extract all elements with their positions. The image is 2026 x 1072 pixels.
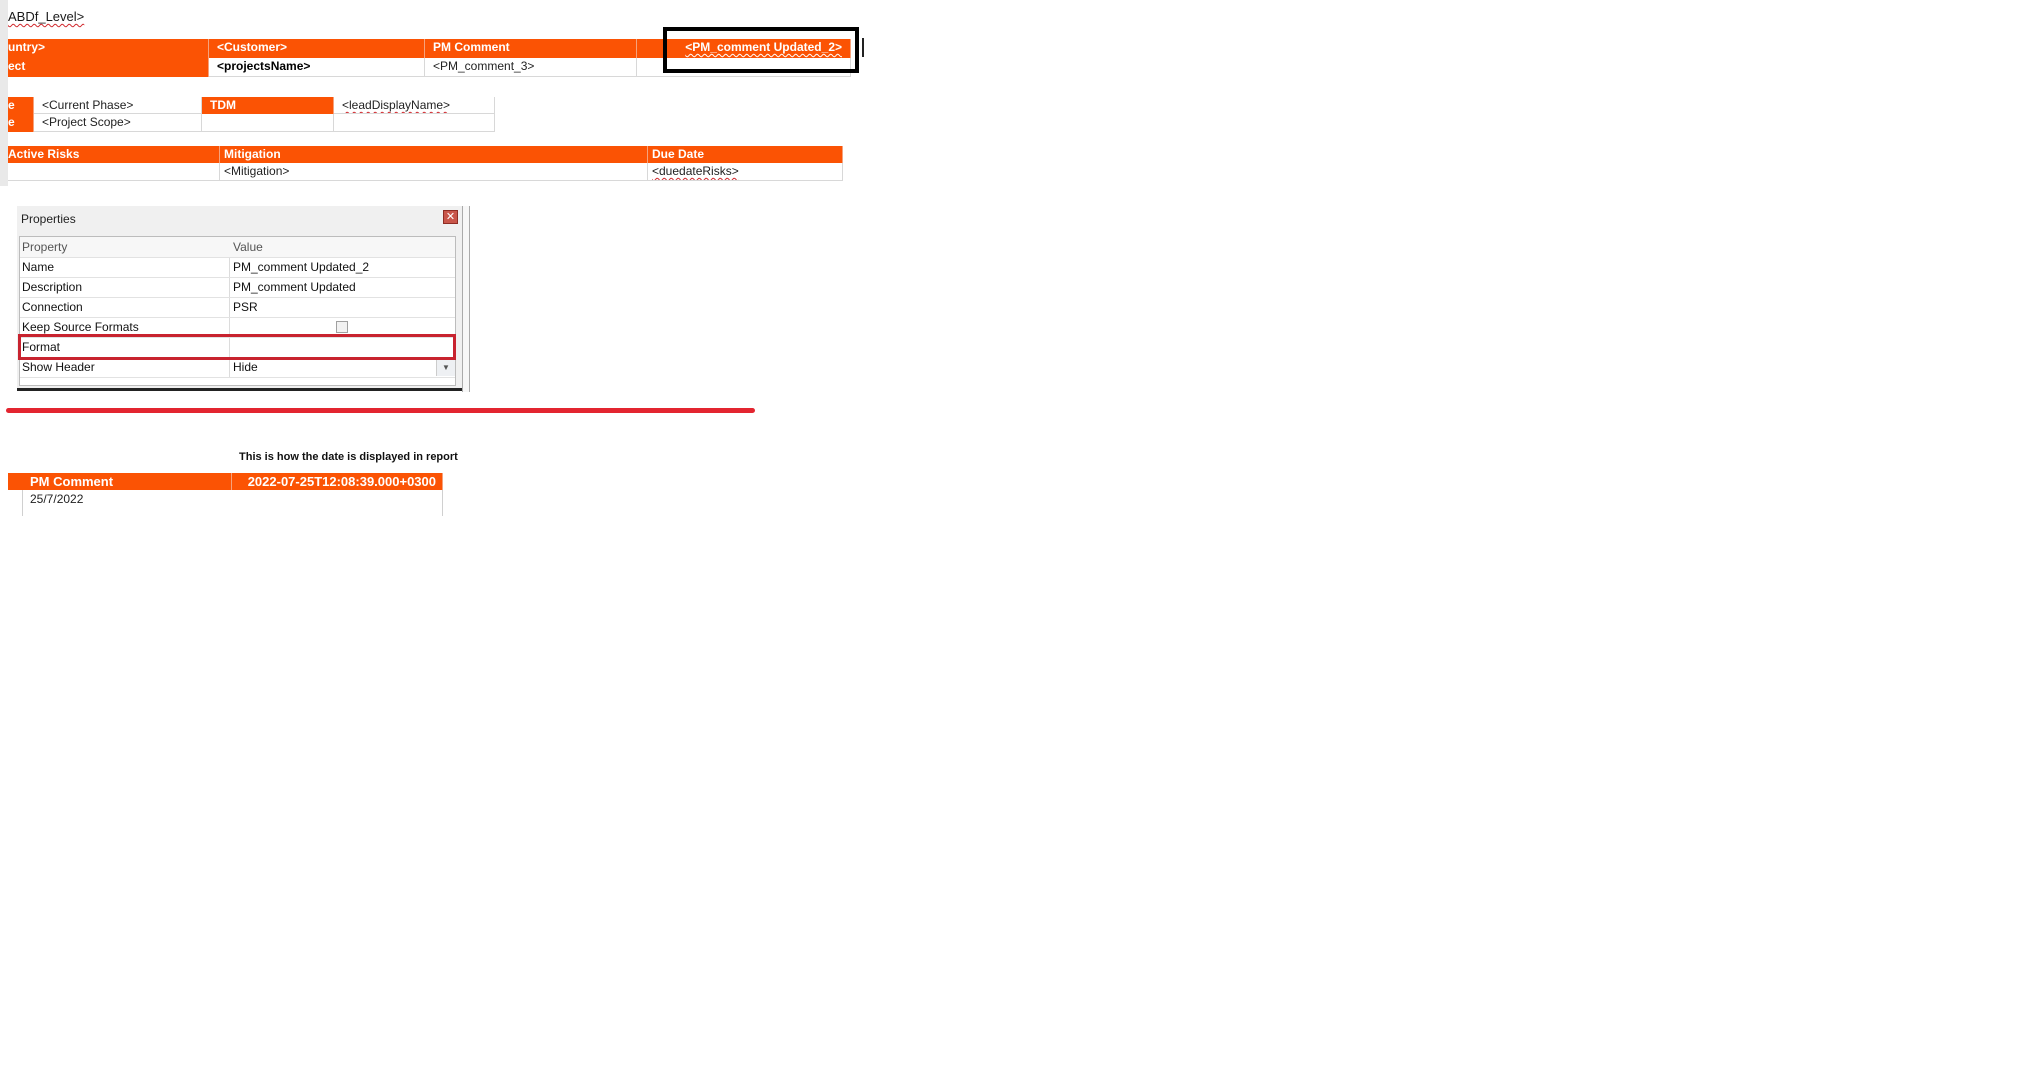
header-cell-country[interactable]: untry> [8, 39, 209, 58]
header-active-risks: Active Risks [8, 146, 220, 163]
report-date-value: 25/7/2022 [30, 492, 84, 506]
header-due-date: Due Date [648, 146, 843, 163]
report-header-date: 2022-07-25T12:08:39.000+0300 [232, 473, 443, 490]
cell-empty[interactable] [202, 114, 334, 132]
pm-comment-updated-field: <PM_comment Updated_2> [685, 40, 842, 54]
label-phase: e [8, 97, 34, 114]
property-row-name[interactable]: Name PM_comment Updated_2 [20, 257, 455, 278]
annotation-separator-line [6, 408, 755, 413]
column-divider[interactable] [229, 237, 230, 377]
header-cell-customer[interactable]: <Customer> [209, 39, 425, 58]
property-label: Show Header [22, 360, 95, 374]
header-cell-pm-comment-updated[interactable]: <PM_comment Updated_2> [637, 39, 851, 58]
grid-header: Property Value [20, 237, 455, 258]
header-cell-pm-comment-label[interactable]: PM Comment [425, 39, 637, 58]
column-header-property: Property [22, 240, 68, 254]
report-caption: This is how the date is displayed in rep… [239, 451, 458, 463]
cell-empty[interactable] [334, 114, 495, 132]
text-cursor [862, 38, 864, 57]
annotation-format-highlight [18, 334, 456, 360]
show-header-select[interactable]: Hide [233, 360, 258, 374]
header-cell-project[interactable]: ect [8, 58, 209, 77]
label-tdm: TDM [202, 97, 334, 114]
due-date-risks-field: <duedateRisks> [652, 164, 739, 178]
property-label: Format [22, 340, 61, 354]
property-row-keep-source-formats[interactable]: Keep Source Formats [20, 317, 455, 338]
property-value-input[interactable]: PSR [233, 300, 258, 314]
cell-mitigation[interactable]: <Mitigation> [220, 163, 648, 181]
chevron-down-icon[interactable]: ▼ [436, 359, 455, 376]
report-data-row: 25/7/2022 [22, 490, 443, 516]
cell-due-date-risks[interactable]: <duedateRisks> [648, 163, 843, 181]
cell-projects-name[interactable]: <projectsName> [209, 58, 425, 77]
property-value-input[interactable]: PM_comment Updated_2 [233, 260, 370, 274]
property-label: Description [22, 280, 83, 294]
property-grid: Property Value Name PM_comment Updated_2… [19, 236, 456, 386]
panel-splitter[interactable] [462, 206, 470, 392]
annotation-highlight-box [663, 27, 859, 73]
cell-lead-display-name[interactable]: <leadDisplayName> [334, 97, 495, 114]
properties-panel-title: Properties [21, 212, 76, 226]
property-label: Name [22, 260, 55, 274]
report-left-cell [8, 473, 22, 490]
document-field-level: ABDf_Level> [8, 9, 85, 24]
cell-current-phase[interactable]: <Current Phase> [34, 97, 202, 114]
cell-active-risks[interactable] [8, 163, 220, 181]
property-row-connection[interactable]: Connection PSR [20, 297, 455, 318]
property-label: Connection [22, 300, 83, 314]
lead-display-name-field: <leadDisplayName> [342, 98, 451, 112]
property-row-description[interactable]: Description PM_comment Updated [20, 277, 455, 298]
label-scope: e [8, 114, 34, 132]
property-row-show-header[interactable]: Show Header Hide [20, 357, 455, 378]
cell-project-scope[interactable]: <Project Scope> [34, 114, 202, 132]
left-margin-strip [0, 0, 8, 186]
header-mitigation: Mitigation [220, 146, 648, 163]
cell-pm-comment-3[interactable]: <PM_comment_3> [425, 58, 637, 77]
keep-source-formats-checkbox[interactable] [336, 321, 348, 333]
property-label: Keep Source Formats [22, 320, 139, 334]
report-header-pm-comment: PM Comment [22, 473, 232, 490]
close-icon[interactable]: ✕ [443, 210, 458, 224]
property-value-input[interactable]: PM_comment Updated [233, 280, 356, 294]
column-header-value: Value [233, 240, 263, 254]
